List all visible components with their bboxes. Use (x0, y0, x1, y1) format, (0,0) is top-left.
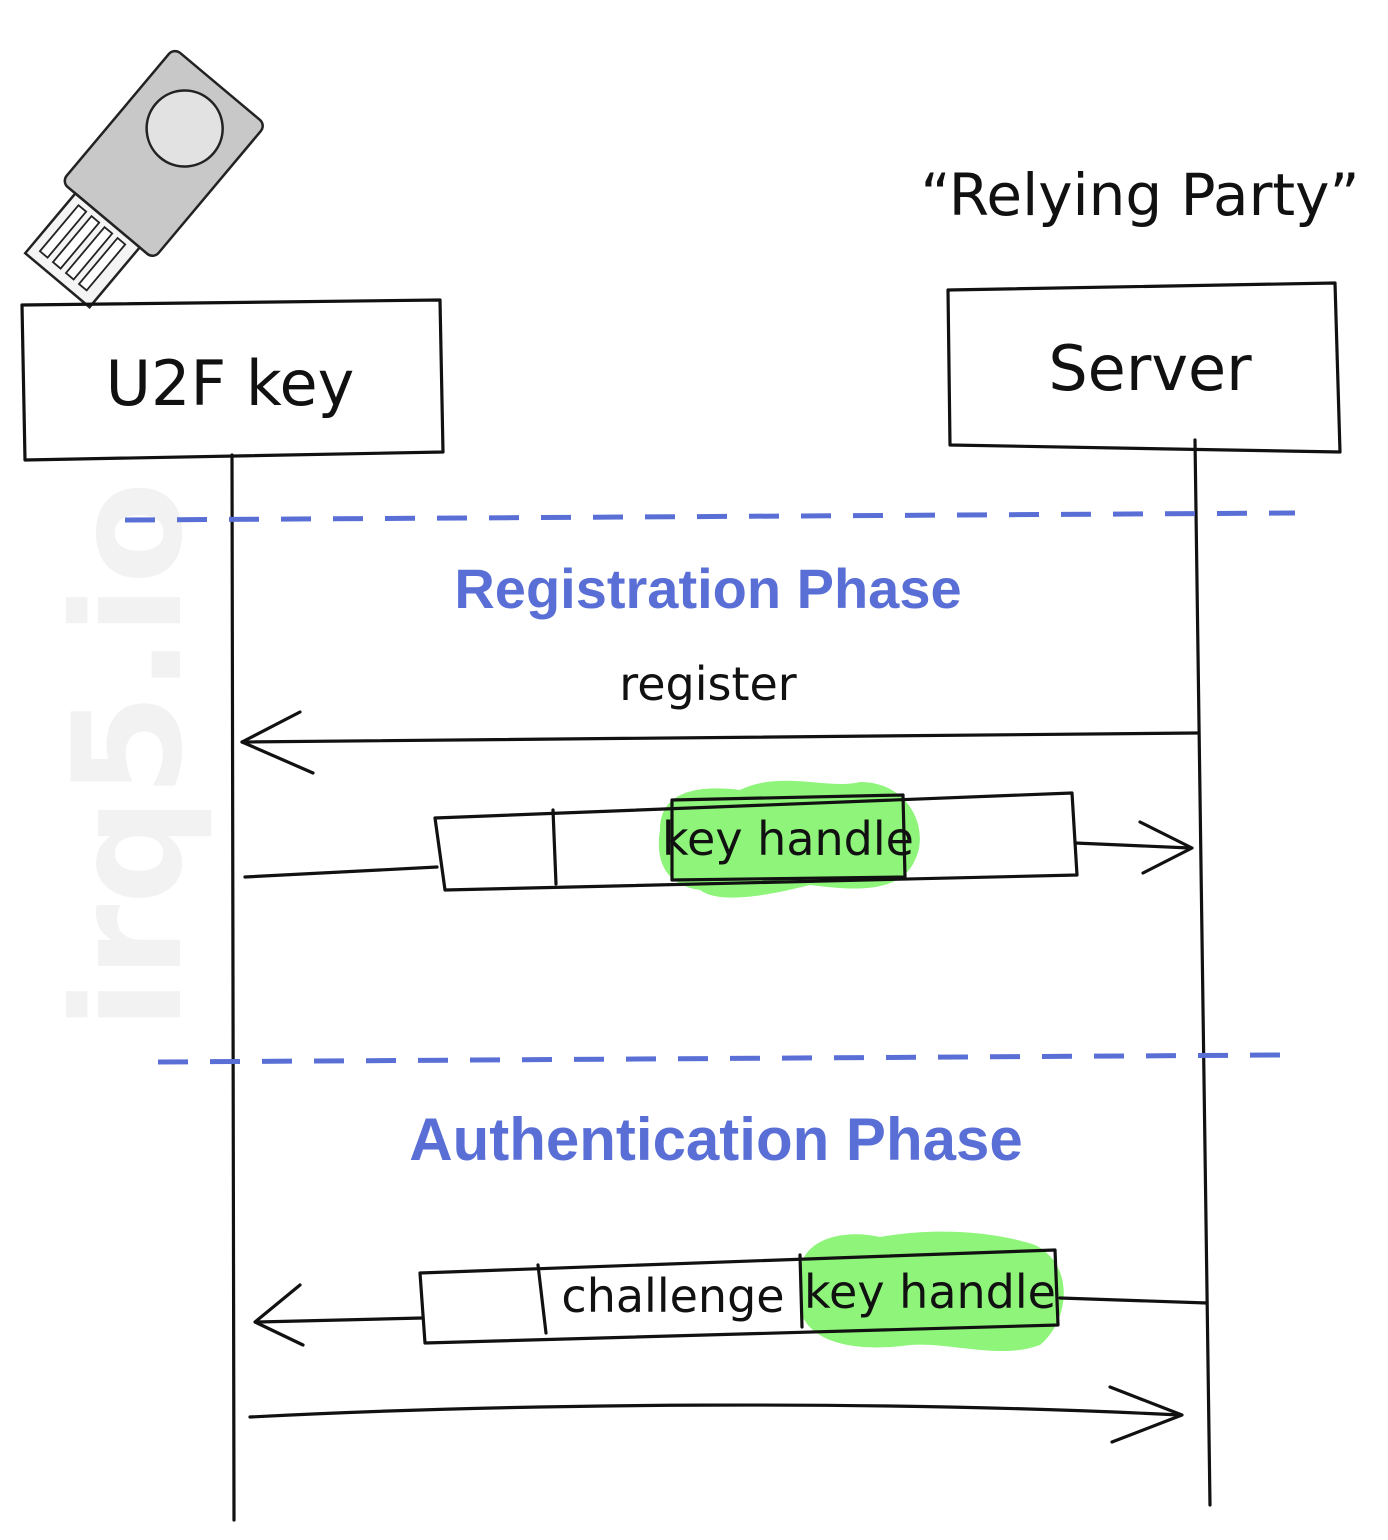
authentication-response-arrow (248, 1385, 1184, 1444)
registration-key-handle-label: key handle (662, 812, 914, 866)
authentication-phase-divider (157, 1052, 1281, 1065)
lifeline-u2f-key (230, 453, 236, 1522)
register-label: register (619, 657, 796, 711)
actor-u2f-key-label: U2F key (106, 347, 355, 420)
server-caption: “Relying Party” (920, 161, 1359, 229)
registration-response-message: key handle (243, 780, 1194, 898)
actor-server-label: Server (1048, 332, 1252, 405)
lifeline-server (1193, 438, 1212, 1507)
registration-phase-title: Registration Phase (454, 557, 961, 620)
actor-u2f-key: U2F key (20, 298, 445, 462)
register-request-arrow: register (240, 657, 1199, 775)
watermark: irq5.io (42, 481, 216, 1030)
authentication-challenge-message: challenge key handle (253, 1231, 1209, 1352)
usb-security-key-icon (23, 49, 264, 309)
challenge-label: challenge (561, 1269, 784, 1323)
authentication-key-handle-label: key handle (804, 1265, 1056, 1319)
authentication-phase-title: Authentication Phase (409, 1106, 1022, 1173)
key-handle-highlight (658, 780, 920, 898)
auth-key-handle-highlight (800, 1231, 1064, 1352)
registration-phase-divider (124, 510, 1296, 523)
actor-server: Server (946, 281, 1342, 454)
